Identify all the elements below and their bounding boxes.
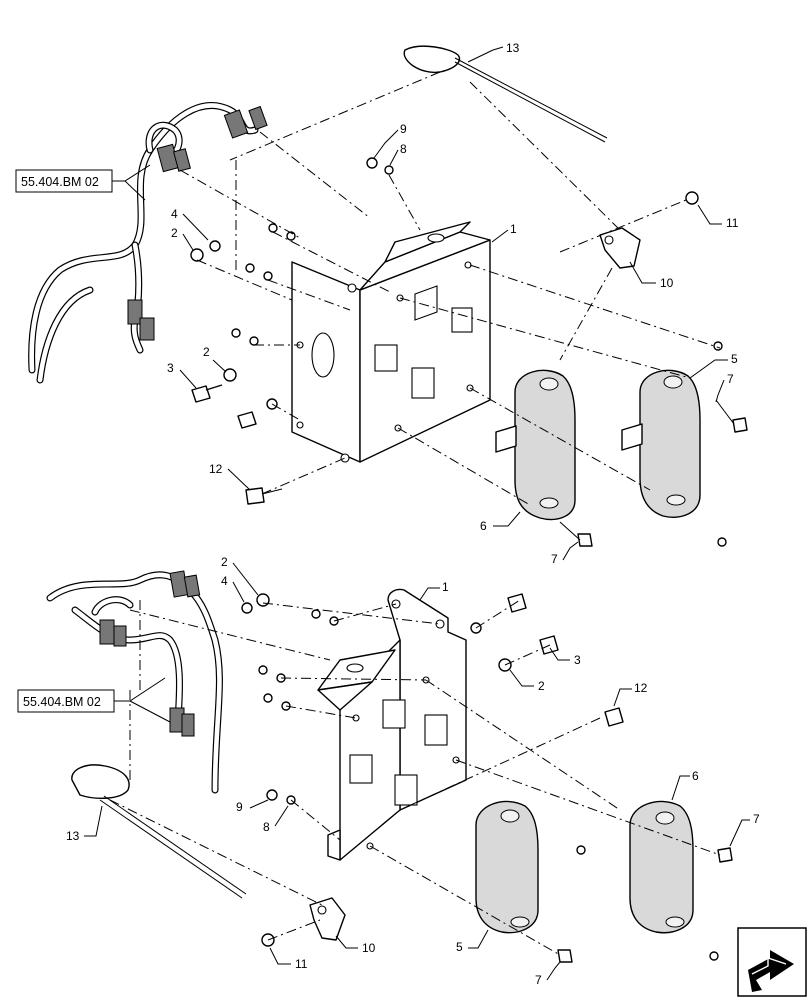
cable-tie-bottom — [71, 764, 247, 899]
clip-bottom — [309, 897, 346, 941]
callout-2: 2 — [221, 555, 228, 569]
bottom-assembly: 55.404.BM 02 2 4 1 3 2 12 9 8 13 6 — [17, 555, 760, 987]
lamp-left-top — [495, 369, 576, 521]
fasteners-top — [190, 157, 748, 547]
callout-2: 2 — [171, 226, 178, 240]
callout-5: 5 — [456, 940, 463, 954]
next-page-arrow-icon[interactable] — [737, 927, 807, 997]
fasteners-bottom — [241, 593, 733, 963]
callout-10: 10 — [362, 941, 376, 955]
wiring-harness-bottom — [46, 570, 223, 794]
callout-11: 11 — [295, 957, 308, 971]
callout-2: 2 — [538, 679, 545, 693]
callout-7: 7 — [727, 372, 734, 386]
callout-1: 1 — [510, 222, 517, 236]
mounting-bracket-bottom — [317, 588, 467, 861]
callouts-top: 13 9 8 4 2 1 11 10 2 3 5 7 12 — [167, 41, 739, 566]
callout-1: 1 — [442, 580, 449, 594]
callout-4: 4 — [171, 207, 178, 221]
reference-box-top[interactable]: 55.404.BM 02 — [15, 164, 151, 201]
callout-7: 7 — [753, 812, 760, 826]
cable-tie-top — [403, 45, 608, 143]
lamp-left-bottom — [475, 800, 539, 934]
callout-12: 12 — [209, 462, 223, 476]
mounting-bracket-top — [291, 221, 491, 463]
callout-6: 6 — [480, 519, 487, 533]
callout-13: 13 — [66, 829, 80, 843]
lamp-right-bottom — [629, 800, 694, 934]
callout-3: 3 — [574, 653, 581, 667]
assembly-lines-bottom — [109, 599, 721, 956]
callout-4: 4 — [221, 574, 228, 588]
callout-5: 5 — [731, 352, 738, 366]
clip-top — [599, 227, 641, 269]
callout-8: 8 — [263, 820, 270, 834]
callout-7: 7 — [551, 552, 558, 566]
callouts-bottom: 2 4 1 3 2 12 9 8 13 6 7 11 10 5 — [66, 555, 760, 987]
reference-box-bottom[interactable]: 55.404.BM 02 — [17, 677, 171, 723]
callout-9: 9 — [400, 122, 407, 136]
callout-12: 12 — [634, 681, 648, 695]
callout-10: 10 — [660, 276, 674, 290]
callout-13: 13 — [506, 41, 520, 55]
callout-6: 6 — [692, 769, 699, 783]
callout-11: 11 — [726, 216, 739, 230]
lamp-right-top — [621, 369, 701, 518]
callout-9: 9 — [236, 800, 243, 814]
callout-2: 2 — [203, 345, 210, 359]
top-assembly: 55.404.BM 02 13 9 8 4 2 1 11 10 2 3 — [15, 41, 748, 566]
callout-7: 7 — [535, 973, 542, 987]
reference-label-bottom: 55.404.BM 02 — [23, 695, 101, 709]
callout-3: 3 — [167, 361, 174, 375]
assembly-lines-top — [179, 71, 721, 506]
callout-8: 8 — [400, 142, 407, 156]
wiring-harness-top — [28, 102, 268, 384]
reference-label-top: 55.404.BM 02 — [21, 175, 99, 189]
